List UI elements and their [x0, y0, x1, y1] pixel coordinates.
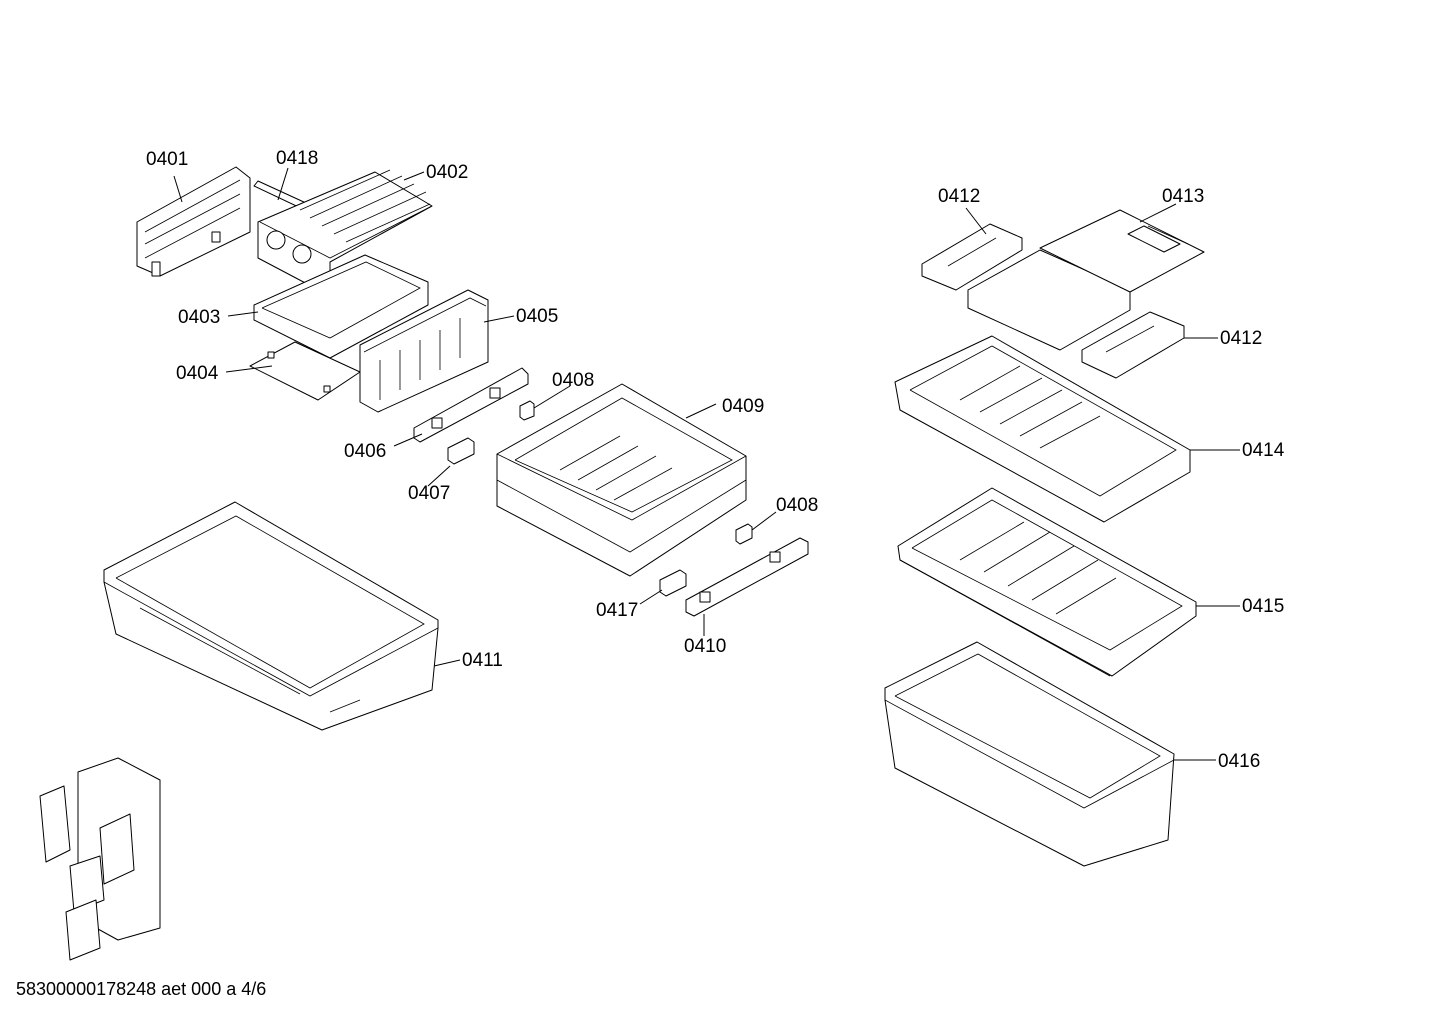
part-0405-housing[interactable]	[359, 289, 489, 413]
part-0406-rail[interactable]	[413, 367, 529, 443]
label-0413: 0413	[1162, 186, 1204, 207]
part-0412-lid-upper[interactable]	[921, 223, 1023, 291]
part-0407-clip[interactable]	[447, 437, 475, 465]
part-0414-tray[interactable]	[894, 335, 1191, 523]
leader-lines	[173, 167, 1240, 761]
label-0415: 0415	[1242, 596, 1284, 617]
label-0417: 0417	[596, 600, 638, 621]
label-0412-upper: 0412	[938, 186, 980, 207]
label-0414: 0414	[1242, 440, 1285, 461]
label-0411: 0411	[462, 650, 503, 671]
part-0409-drawer[interactable]	[496, 383, 747, 577]
part-0410-rail[interactable]	[685, 537, 809, 617]
label-0405: 0405	[516, 306, 558, 327]
part-0403-tray[interactable]	[253, 254, 429, 359]
label-0406: 0406	[344, 441, 386, 462]
label-0402: 0402	[426, 162, 468, 183]
label-0404: 0404	[176, 363, 219, 384]
part-0413-box[interactable]	[967, 209, 1205, 351]
label-0409: 0409	[722, 396, 764, 417]
part-0411-drawer[interactable]	[103, 501, 439, 731]
label-0416: 0416	[1218, 751, 1260, 772]
label-0408-upper: 0408	[552, 370, 594, 391]
label-0401: 0401	[146, 149, 188, 170]
label-0412-lower: 0412	[1220, 328, 1262, 349]
part-0408-clip-lower[interactable]	[735, 523, 753, 545]
label-0403: 0403	[178, 307, 220, 328]
part-0408-clip-upper[interactable]	[519, 400, 535, 421]
document-code: 58300000178248 aet 000 a 4/6	[16, 979, 267, 999]
label-0418: 0418	[276, 148, 318, 169]
label-0407: 0407	[408, 483, 450, 504]
part-0415-tray[interactable]	[897, 487, 1197, 677]
part-0401-bracket[interactable]	[136, 166, 251, 277]
part-0416-bin[interactable]	[884, 641, 1175, 867]
part-labels: 0401 0418 0402 0403 0405 0404 0408 0409 …	[146, 148, 1285, 772]
appliance-thumbnail	[39, 757, 161, 961]
part-0417-clip[interactable]	[659, 569, 687, 597]
label-0410: 0410	[684, 636, 726, 657]
label-0408-lower: 0408	[776, 495, 818, 516]
part-0402-ice-tray[interactable]	[257, 169, 433, 297]
